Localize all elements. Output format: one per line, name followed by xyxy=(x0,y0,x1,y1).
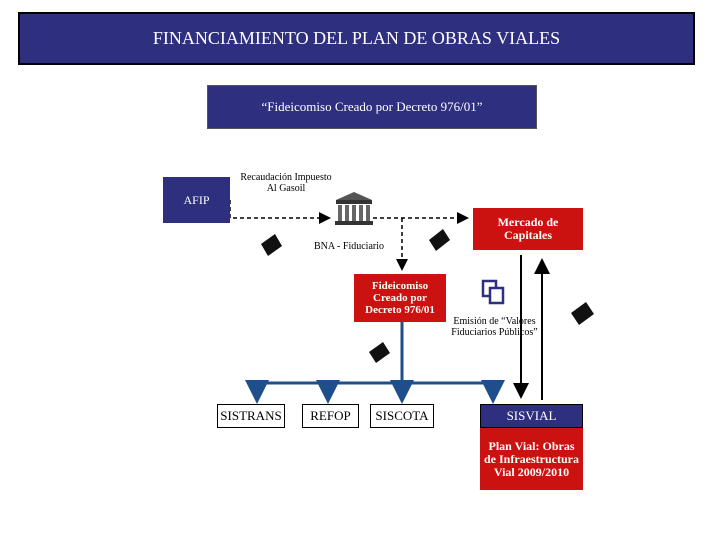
afip-label: AFIP xyxy=(183,192,210,207)
afip-node: AFIP xyxy=(163,177,230,223)
emision-label: Emisión de “Valores Fiduciarios Públicos… xyxy=(451,316,538,338)
bank-icon xyxy=(335,192,373,225)
stone-icon xyxy=(369,342,390,363)
siscota-label: SISCOTA xyxy=(375,408,429,423)
sisvial-node: SISVIAL xyxy=(480,404,583,428)
page-title-text: FINANCIAMIENTO DEL PLAN DE OBRAS VIALES xyxy=(152,28,561,48)
fideicomiso-node: Fideicomiso Creado por Decreto 976/01 xyxy=(354,274,446,322)
planvial-node: Plan Vial: Obras de Infraestructura Vial… xyxy=(480,428,583,490)
subtitle-banner: “Fideicomiso Creado por Decreto 976/01” xyxy=(207,85,537,129)
stone-icon xyxy=(429,229,450,251)
sistrans-label: SISTRANS xyxy=(220,408,282,423)
planvial-label: Plan Vial: Obras de Infraestructura Vial… xyxy=(484,438,579,479)
sistrans-node: SISTRANS xyxy=(217,404,285,428)
siscota-node: SISCOTA xyxy=(370,404,434,428)
refop-node: REFOP xyxy=(302,404,359,428)
bna-label: BNA - Fiduciario xyxy=(314,241,384,252)
sisvial-label: SISVIAL xyxy=(506,408,557,423)
refop-label: REFOP xyxy=(310,408,351,423)
recaudacion-label: Recaudación Impuesto Al Gasoil xyxy=(240,172,332,194)
securities-icon xyxy=(481,279,505,305)
afip-to-bna-connector xyxy=(229,200,331,224)
fideicomiso-label: Fideicomiso Creado por Decreto 976/01 xyxy=(365,280,435,316)
stone-icon xyxy=(261,234,282,256)
stone-icon xyxy=(571,302,594,325)
subtitle-text: “Fideicomiso Creado por Decreto 976/01” xyxy=(261,99,483,114)
mercado-node: Mercado de Capitales xyxy=(473,208,583,250)
page-title: FINANCIAMIENTO DEL PLAN DE OBRAS VIALES xyxy=(18,12,695,65)
mercado-label: Mercado de Capitales xyxy=(497,215,559,242)
